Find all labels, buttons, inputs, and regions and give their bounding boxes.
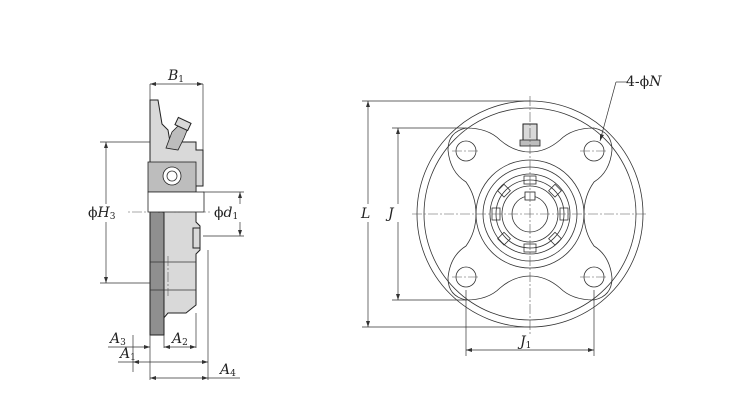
grease-nipple-cap	[174, 116, 192, 132]
ball-inner	[166, 170, 178, 182]
label-d1: ϕd1	[214, 205, 238, 222]
label-J1: J1	[517, 334, 531, 351]
inner-ring	[147, 191, 205, 213]
set-screw	[192, 227, 201, 249]
label-A1: A1	[118, 346, 136, 363]
bearing-ball	[162, 166, 182, 186]
label-N: 4-ϕN	[626, 74, 662, 90]
side-view: B1 ϕH3 ϕd1 A3 A2 A1	[86, 68, 244, 380]
label-L: L	[360, 206, 370, 222]
label-A3: A3	[108, 331, 126, 348]
label-B1: B1	[167, 68, 184, 85]
flange-plate	[149, 211, 165, 336]
label-A4: A4	[218, 362, 236, 379]
label-H3: ϕH3	[88, 205, 116, 222]
front-view: L J J1 4-ϕN	[358, 74, 662, 356]
label-A2: A2	[170, 331, 188, 348]
label-J: J	[385, 206, 395, 222]
